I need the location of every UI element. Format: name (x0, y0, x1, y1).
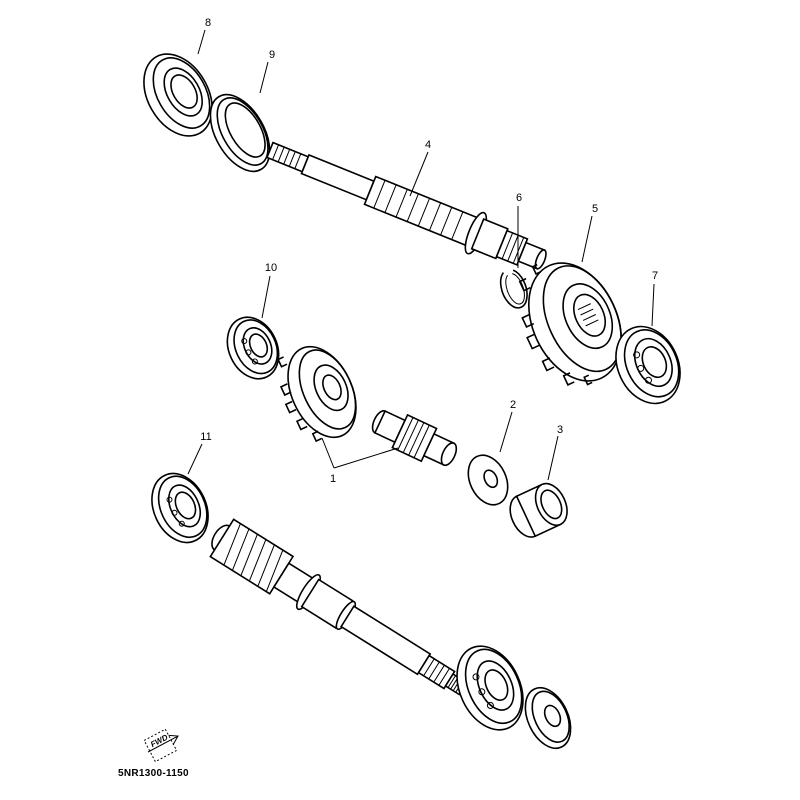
leader-7 (651, 283, 655, 327)
leader-11 (187, 443, 203, 475)
part-4-main-axle (265, 141, 547, 270)
callout-11: 11 (200, 431, 211, 443)
callout-10: 10 (265, 262, 277, 274)
part-7-bearing (615, 325, 681, 405)
leader-4 (409, 151, 429, 197)
part-6-circlip (499, 269, 528, 309)
leader-8 (197, 29, 206, 55)
lower-bearing (456, 645, 524, 731)
callout-7: 7 (652, 270, 658, 282)
callout-3: 3 (557, 424, 563, 436)
callout-2: 2 (510, 399, 516, 411)
part-1-gear (277, 345, 357, 443)
callout-1: 1 (330, 473, 336, 485)
forward-arrow-icon (147, 734, 179, 753)
fwd-label: FWD (149, 733, 170, 750)
drive-axle (209, 518, 468, 696)
callout-5: 5 (592, 203, 598, 215)
lower-oil-seal (524, 686, 572, 750)
leader-5 (581, 215, 593, 263)
callout-4: 4 (425, 139, 431, 151)
leader-1b (333, 447, 399, 469)
part-10-bearing (226, 316, 280, 380)
leader-1a (321, 437, 335, 469)
leader-10 (261, 275, 271, 319)
callout-9: 9 (269, 49, 275, 61)
leader-3 (547, 435, 559, 481)
leader-2 (499, 411, 513, 453)
part-9-oil-seal (209, 93, 271, 173)
part-11-bearing (151, 472, 209, 544)
callout-8: 8 (205, 17, 211, 29)
part-3-needle-bearing (509, 482, 568, 538)
callout-6: 6 (516, 192, 522, 204)
leader-9 (259, 61, 269, 94)
part-5-gear (518, 262, 623, 386)
forward-direction-mark: FWD (143, 728, 179, 763)
part-1-pinion-shaft (371, 410, 458, 467)
part-8-bearing (143, 53, 213, 137)
drawing-code: 5NR1300-1150 (118, 768, 189, 779)
part-2-washer (467, 454, 509, 506)
